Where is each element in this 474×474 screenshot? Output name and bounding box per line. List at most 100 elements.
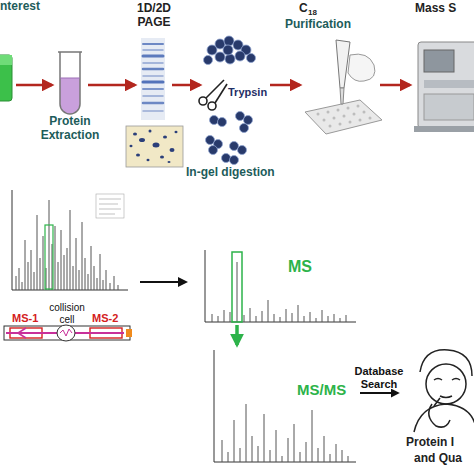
process-step: MS bbox=[190, 240, 360, 325]
mass-spectrum bbox=[99, 209, 121, 210]
two-d-gel bbox=[139, 138, 145, 142]
gel-lane bbox=[143, 88, 163, 90]
c18-plate bbox=[353, 113, 356, 116]
flow-arrow bbox=[360, 392, 398, 394]
mass-spectrometer bbox=[418, 42, 474, 128]
gel-lane bbox=[141, 38, 165, 120]
thinking-person bbox=[420, 350, 472, 376]
gel-lane bbox=[143, 68, 163, 71]
gel-lane bbox=[143, 102, 163, 105]
test-tube bbox=[58, 52, 82, 114]
process-step: MS/MS bbox=[205, 345, 360, 470]
two-d-gel bbox=[175, 131, 178, 133]
ms-spectrum-panel bbox=[232, 252, 242, 322]
peptide-fragments bbox=[206, 112, 253, 165]
c18-plate bbox=[333, 117, 336, 120]
step-label: 18 bbox=[308, 8, 317, 17]
pipette bbox=[336, 40, 375, 104]
scissors bbox=[206, 80, 224, 98]
c18-plate bbox=[329, 125, 332, 128]
pipette bbox=[348, 54, 375, 81]
c18-plate bbox=[357, 105, 360, 108]
process-step: Mass S bbox=[405, 2, 474, 142]
peptide-fragments bbox=[206, 136, 215, 145]
step-label: 1D/2D PAGE bbox=[132, 2, 176, 30]
c18-plate bbox=[327, 111, 330, 114]
step-label: nterest bbox=[0, 0, 40, 14]
c18-plate bbox=[317, 113, 320, 116]
tandem-ms-schematic bbox=[4, 326, 130, 340]
thinking-person bbox=[426, 364, 466, 404]
c18-plate bbox=[343, 115, 346, 118]
thinking-person bbox=[434, 379, 460, 381]
part-label: MS-2 bbox=[92, 312, 118, 325]
two-d-gel bbox=[147, 159, 150, 161]
mass-spectrum bbox=[45, 225, 53, 289]
c18-plate bbox=[349, 121, 352, 124]
scissors bbox=[199, 97, 207, 105]
two-d-gel bbox=[168, 161, 171, 163]
two-d-gel bbox=[136, 154, 140, 157]
step-label: In-gel digestion bbox=[186, 166, 275, 180]
peptide-fragments bbox=[230, 142, 239, 151]
gel-lane bbox=[143, 81, 163, 84]
step-label: Protein I bbox=[406, 436, 454, 450]
mass-spectrum bbox=[12, 190, 128, 290]
spectrum-arrow bbox=[178, 277, 188, 287]
msms-spectrum-panel bbox=[214, 350, 215, 462]
protein-structure bbox=[224, 36, 234, 46]
scissors bbox=[215, 84, 227, 103]
c18-plate bbox=[369, 117, 372, 120]
process-step: In-gel digestion bbox=[190, 30, 275, 182]
protein-structure bbox=[235, 51, 245, 61]
pipette bbox=[340, 88, 344, 104]
msms-spectrum-panel bbox=[214, 350, 356, 462]
mass-spectrum bbox=[96, 194, 124, 218]
flow-arrow bbox=[380, 84, 410, 87]
thinking-person bbox=[429, 404, 450, 427]
thinking-person bbox=[434, 398, 440, 406]
protein-structure bbox=[204, 36, 256, 65]
gel-lane bbox=[143, 62, 163, 64]
mass-spectrum bbox=[99, 199, 121, 214]
gel-lane bbox=[143, 43, 163, 45]
protein-structure bbox=[223, 45, 233, 55]
two-d-gel bbox=[149, 130, 152, 133]
protein-structure bbox=[204, 56, 213, 65]
ms-spectrum-panel bbox=[205, 250, 356, 322]
protein-structure bbox=[247, 54, 256, 63]
protein-structure bbox=[215, 52, 225, 62]
sample-block bbox=[0, 55, 12, 101]
gel-lane bbox=[143, 44, 163, 111]
step-label: Mass S bbox=[415, 2, 456, 16]
peptide-fragments bbox=[240, 124, 249, 133]
c18-plate bbox=[337, 109, 340, 112]
tandem-ms-schematic bbox=[6, 332, 58, 334]
c18-plate bbox=[347, 107, 350, 110]
process-step: nterest bbox=[0, 0, 16, 105]
step-label: MS bbox=[288, 258, 312, 276]
flow-arrow bbox=[235, 325, 239, 345]
gel-lane bbox=[143, 95, 163, 97]
two-d-gel bbox=[130, 130, 178, 164]
c18-plate bbox=[317, 105, 372, 128]
step-label: Purification bbox=[285, 18, 351, 32]
part-label: MS-1 bbox=[12, 312, 38, 325]
two-d-gel bbox=[153, 143, 160, 148]
scissors bbox=[208, 102, 216, 110]
two-d-gel bbox=[170, 148, 175, 152]
protein-structure bbox=[225, 54, 235, 64]
mass-spectrum bbox=[99, 199, 121, 200]
gel-lane bbox=[143, 75, 163, 77]
edge-label: Database Search bbox=[354, 365, 404, 390]
flow-arrow bbox=[270, 84, 300, 87]
two-d-gel bbox=[163, 136, 167, 139]
thinking-person bbox=[440, 396, 452, 398]
peptide-fragments bbox=[210, 116, 219, 125]
process-step: Protein Iand Qua bbox=[400, 340, 474, 474]
two-d-gel bbox=[130, 145, 133, 147]
test-tube bbox=[60, 78, 80, 79]
gel-lane bbox=[143, 110, 163, 112]
process-step: 1D/2D PAGE bbox=[122, 2, 185, 170]
